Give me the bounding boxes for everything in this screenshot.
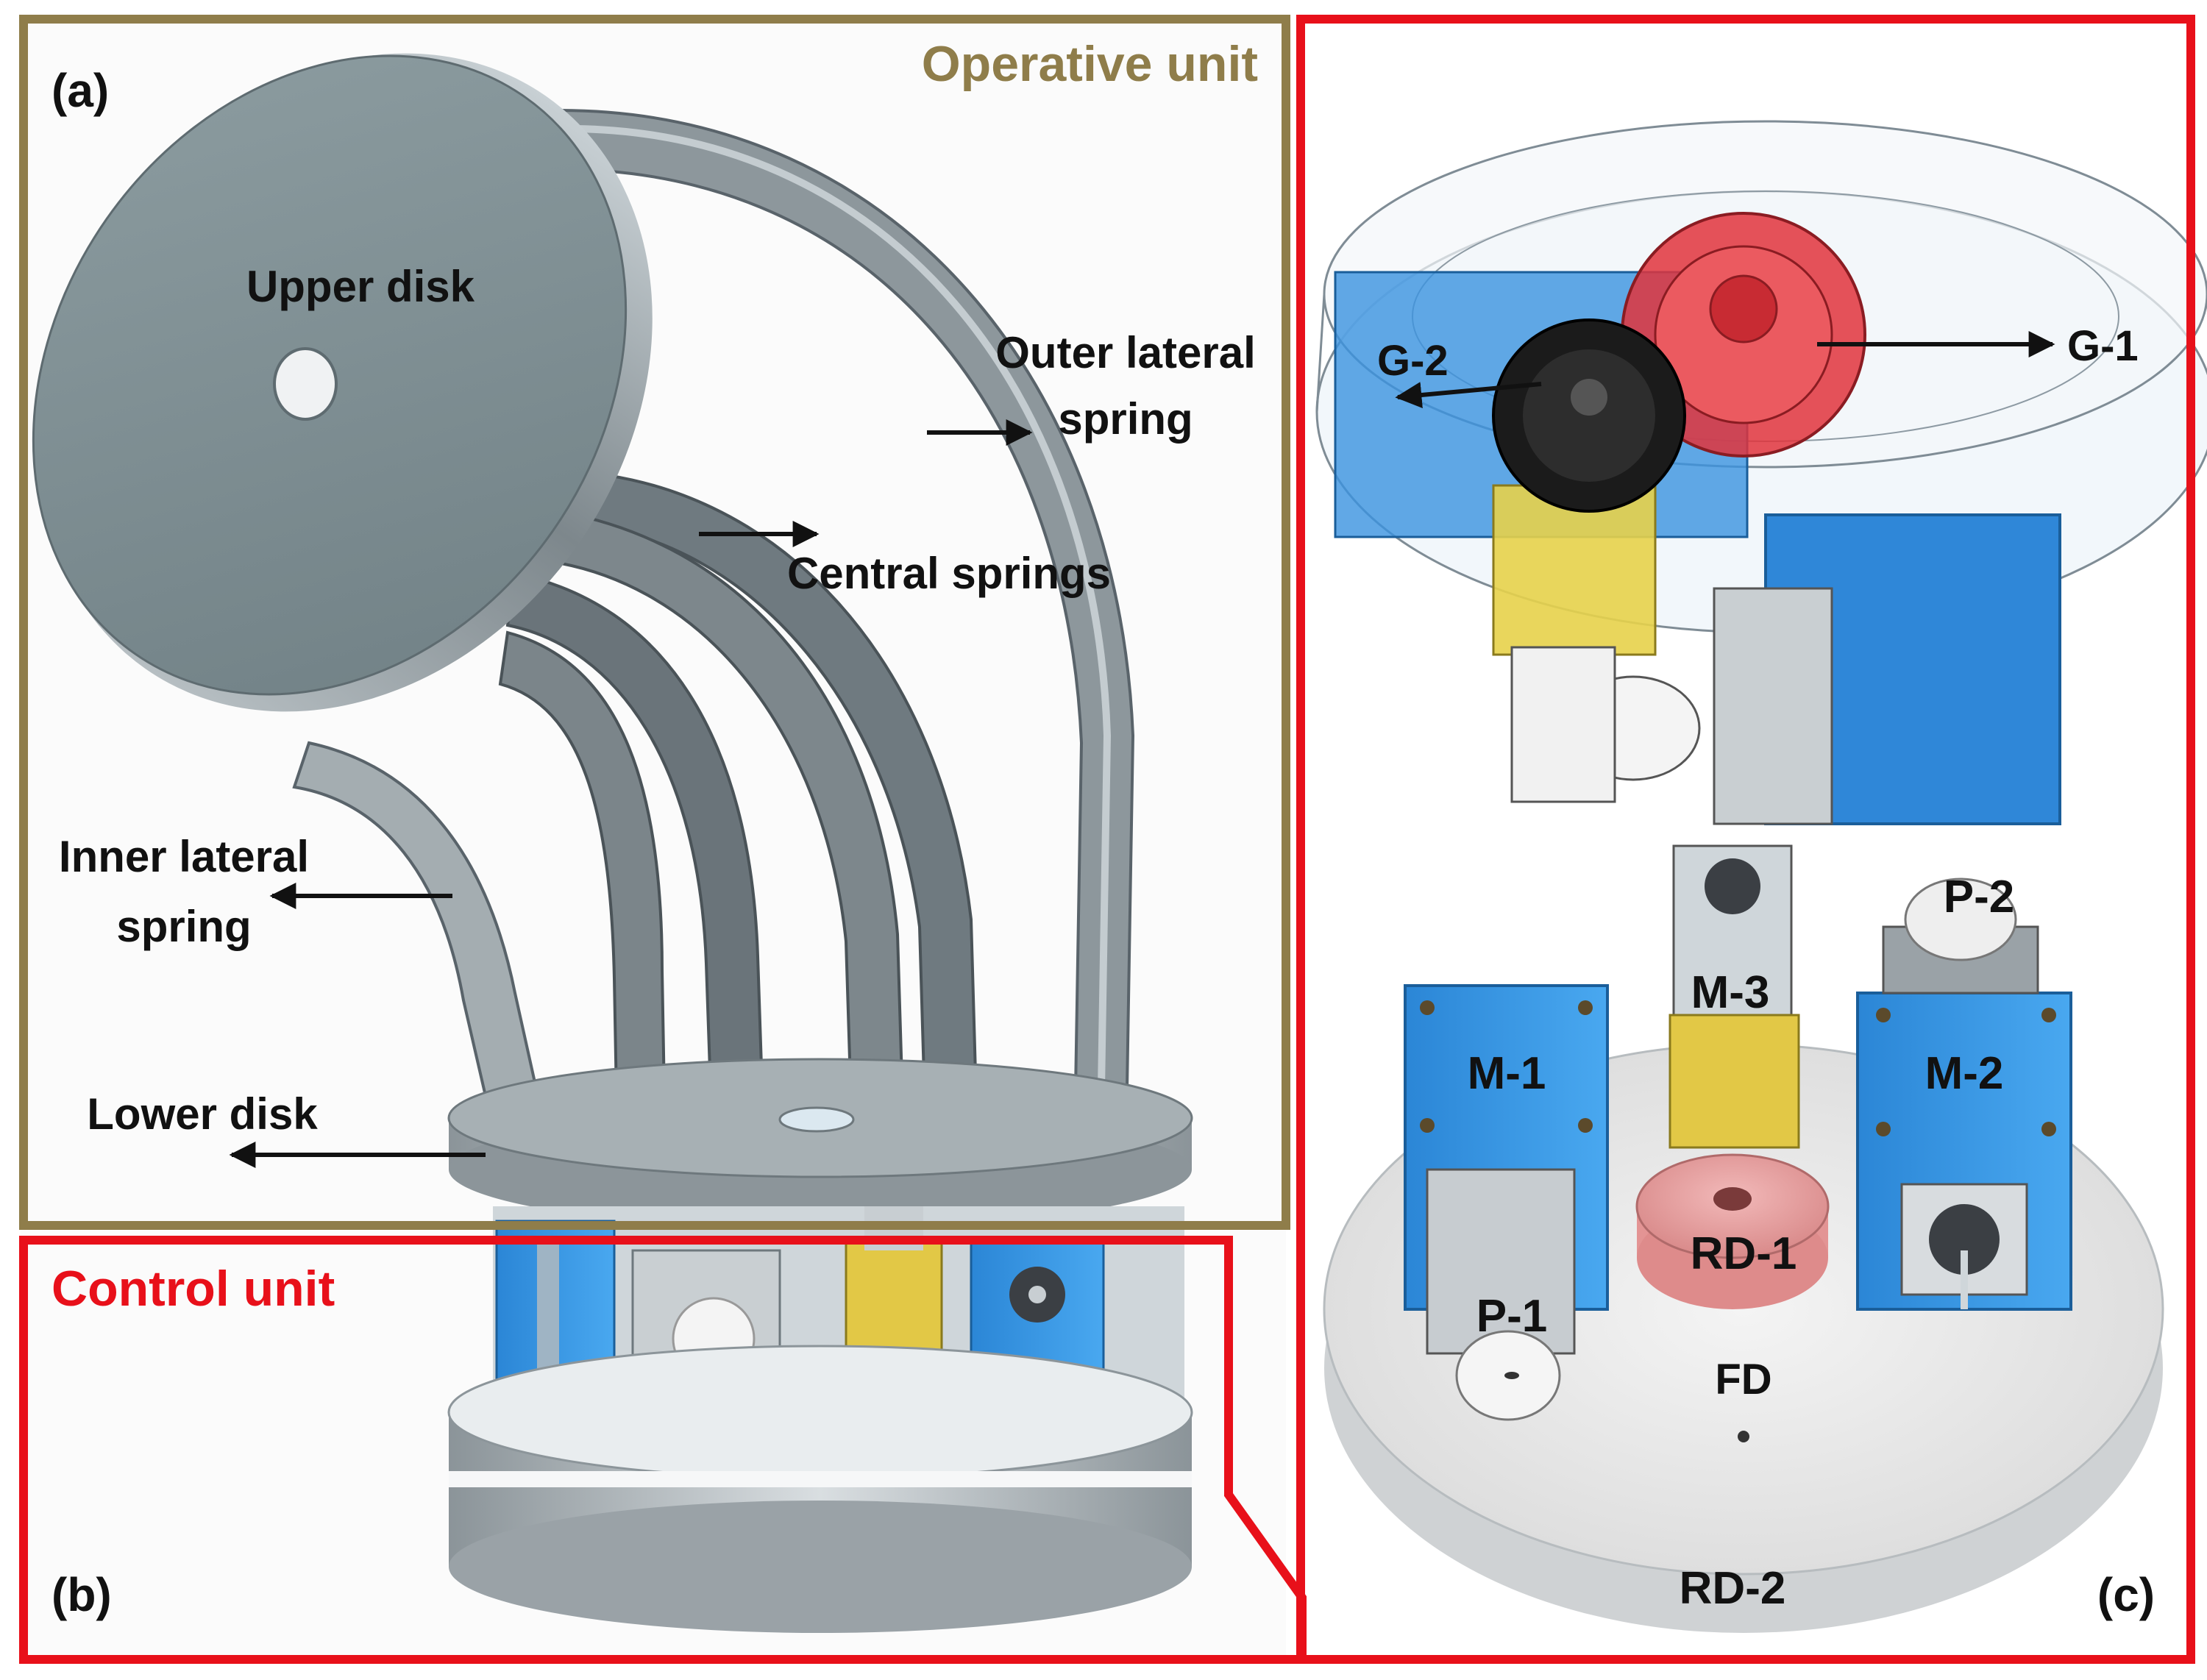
rd1-disk xyxy=(1635,1153,1830,1309)
outer-lateral-spring-label-2: spring xyxy=(1058,394,1193,444)
annotation-arrows xyxy=(229,331,2055,1168)
panel-c-illustration xyxy=(1315,120,2207,1633)
control-unit-title: Control unit xyxy=(51,1261,335,1317)
central-springs-label: Central springs xyxy=(787,549,1111,598)
g2-label: G-2 xyxy=(1377,337,1449,385)
upper-disk-label: Upper disk xyxy=(246,262,475,311)
m1-label: M-1 xyxy=(1468,1048,1546,1099)
panel-a-illustration xyxy=(32,53,1193,1633)
rd2-label: RD-2 xyxy=(1680,1563,1786,1614)
motor-m1 xyxy=(1404,984,1609,1355)
gear-g2 xyxy=(1492,318,1686,513)
upper-disk-hole xyxy=(273,347,338,421)
fd-label: FD xyxy=(1715,1356,1771,1403)
lower-disk xyxy=(447,1058,1193,1228)
panel-c-tag: (c) xyxy=(2097,1568,2155,1621)
operative-unit-frame xyxy=(19,15,1290,1230)
rd1-label: RD-1 xyxy=(1691,1228,1797,1279)
motor-m3 xyxy=(1668,844,1800,1149)
inner-lateral-spring-label-2: spring xyxy=(116,902,251,951)
inner-lateral-spring-label-1: Inner lateral xyxy=(59,832,309,881)
m3-label: M-3 xyxy=(1691,967,1770,1018)
p1-label: P-1 xyxy=(1476,1291,1547,1342)
panel-a-tag: (a) xyxy=(51,64,109,117)
g1-label: G-1 xyxy=(2067,322,2139,370)
panel-b-tag: (b) xyxy=(51,1568,112,1621)
pulley-p1 xyxy=(1455,1330,1561,1421)
motor-m2 xyxy=(1856,992,2072,1311)
lower-disk-label: Lower disk xyxy=(87,1089,318,1139)
housing-gearbox xyxy=(1492,484,1657,656)
outer-lateral-spring-label-1: Outer lateral xyxy=(995,328,1255,377)
panel-c-frame xyxy=(1296,15,2195,1664)
p2-label: P-2 xyxy=(1944,872,2014,922)
operative-unit-title: Operative unit xyxy=(922,36,1258,92)
m2-label: M-2 xyxy=(1925,1048,2004,1099)
g2-arrow xyxy=(1395,382,1542,408)
pulley-p2 xyxy=(1882,878,2039,994)
upper-disk xyxy=(32,53,653,712)
housing-motor-small xyxy=(1510,646,1616,803)
fd-hole xyxy=(1738,1431,1749,1442)
base-disk xyxy=(447,1345,1193,1633)
